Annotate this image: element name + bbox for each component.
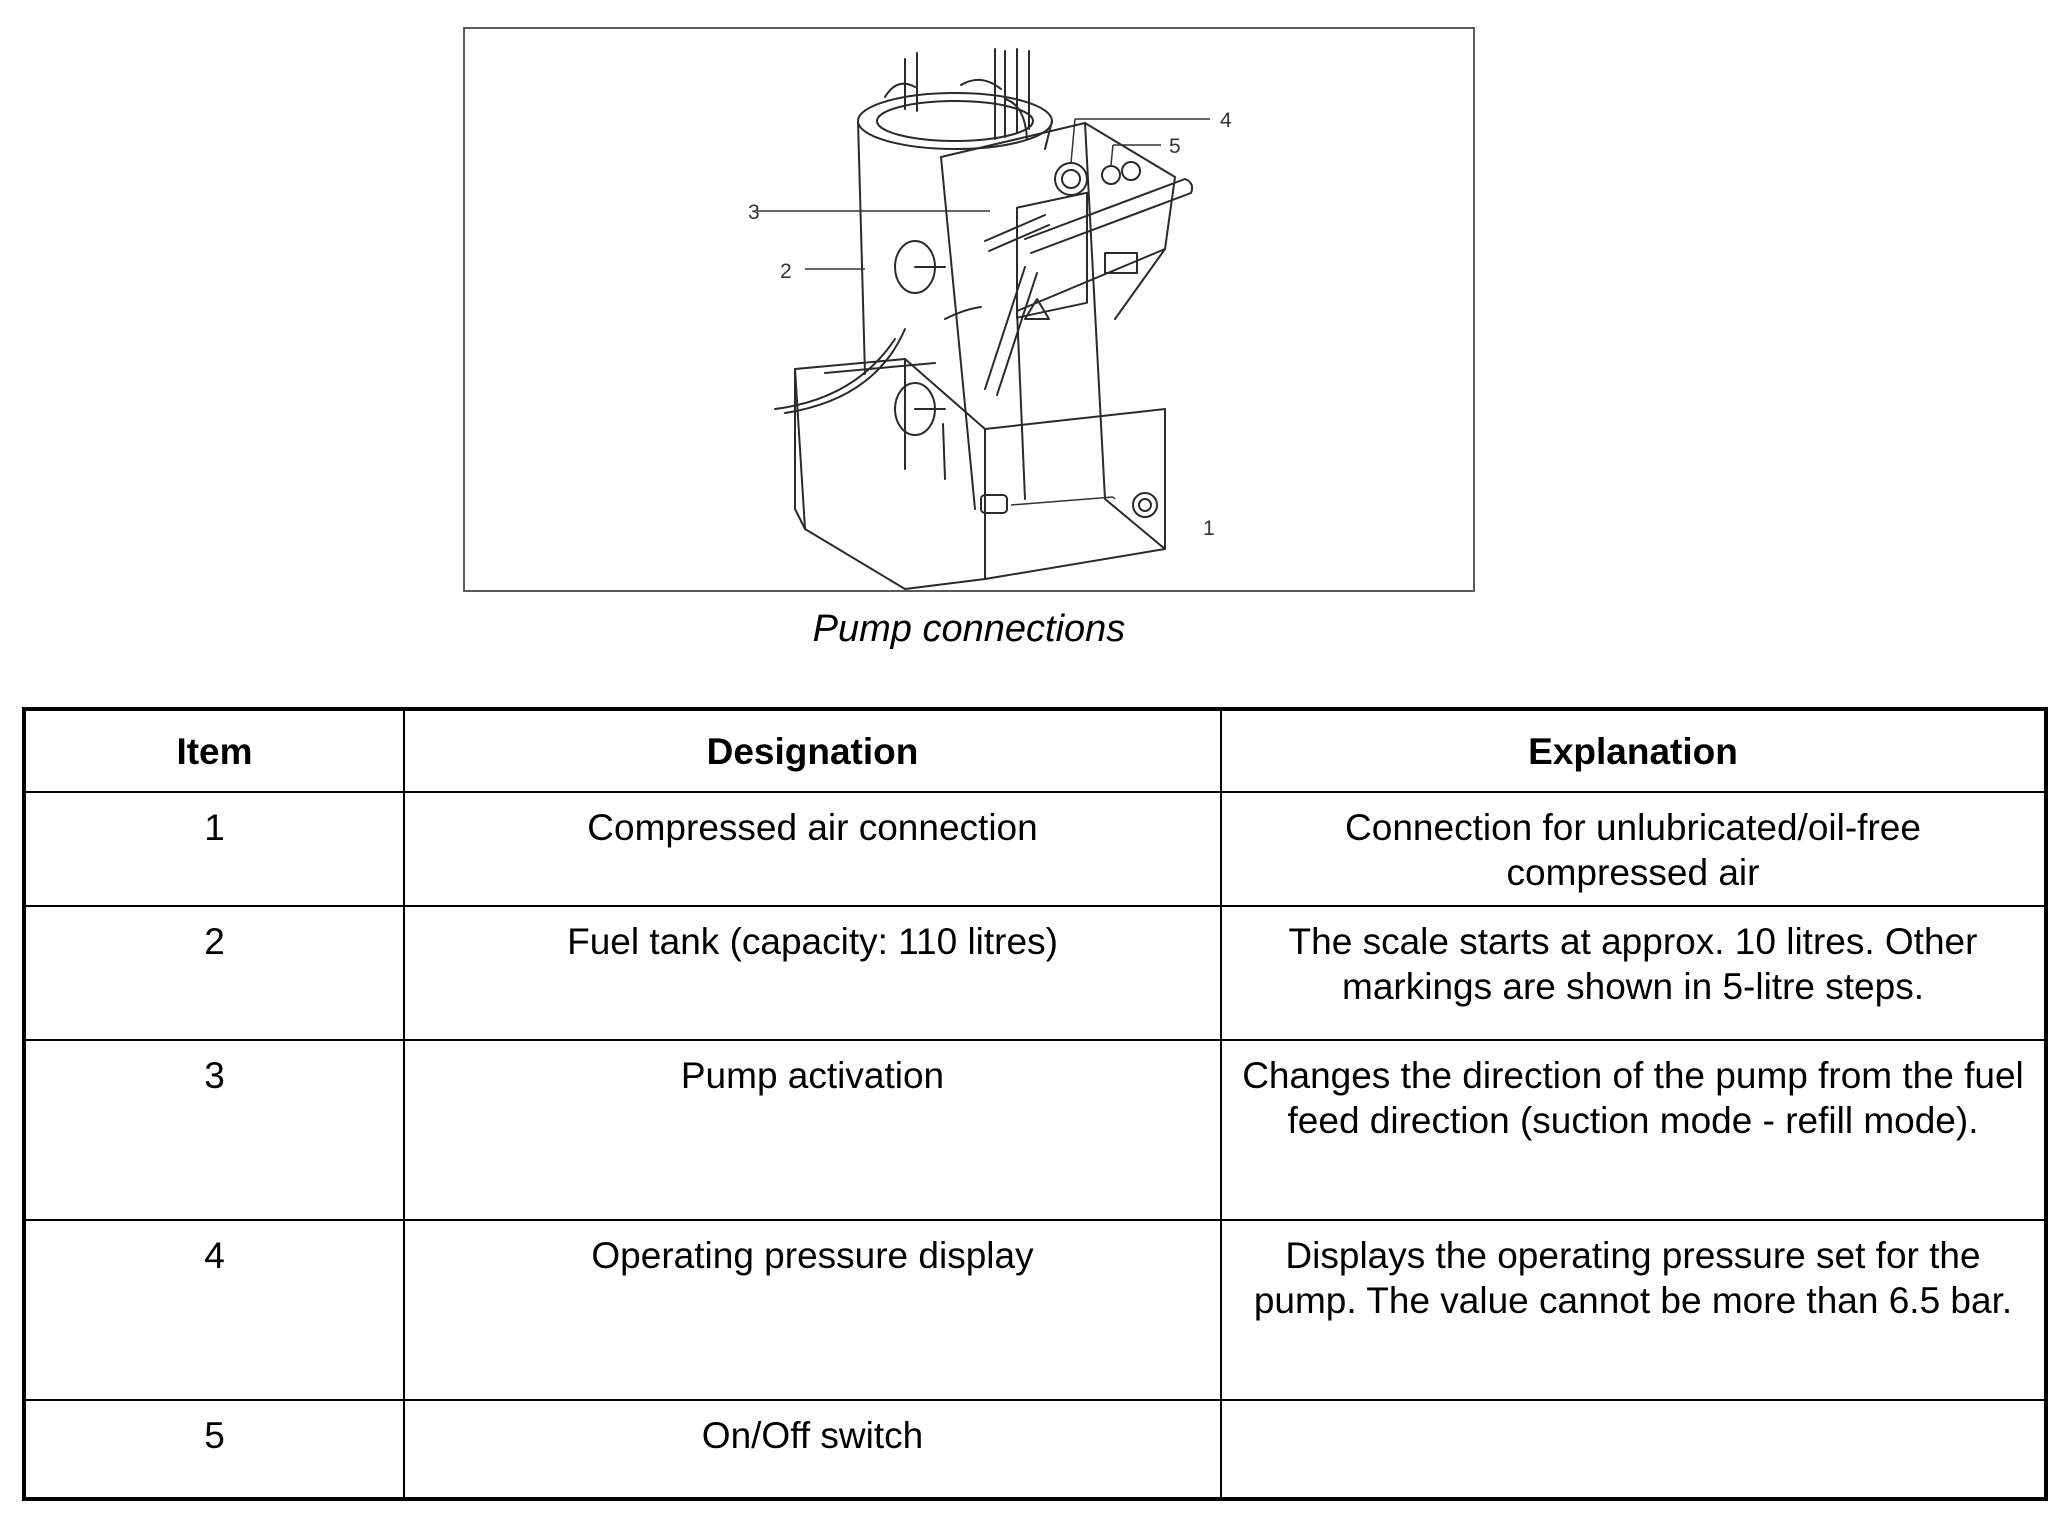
cell-explanation (1220, 1399, 2047, 1500)
figure-frame: 1 2 3 4 5 (463, 27, 1475, 592)
table-row: 1 Compressed air connection Connection f… (23, 791, 2047, 907)
cell-explanation: Changes the direction of the pump from t… (1220, 1039, 2047, 1221)
cell-explanation: Connection for unlubricated/oil-free com… (1220, 791, 2047, 907)
cell-explanation: The scale starts at approx. 10 litres. O… (1220, 905, 2047, 1041)
cell-designation: Operating pressure display (403, 1219, 1222, 1401)
table-header-row: Item Designation Explanation (23, 708, 2047, 793)
table-row: 3 Pump activation Changes the direction … (23, 1039, 2047, 1221)
callout-3: 3 (748, 201, 760, 224)
callout-2: 2 (780, 260, 792, 283)
header-item: Item (23, 708, 405, 793)
cell-item: 4 (23, 1219, 405, 1401)
callout-4: 4 (1220, 109, 1232, 132)
cell-item: 3 (23, 1039, 405, 1221)
table-row: 2 Fuel tank (capacity: 110 litres) The s… (23, 905, 2047, 1041)
cell-explanation: Displays the operating pressure set for … (1220, 1219, 2047, 1401)
cell-item: 5 (23, 1399, 405, 1500)
items-table: Item Designation Explanation 1 Compresse… (22, 707, 2048, 1501)
header-explanation: Explanation (1220, 708, 2047, 793)
cell-item: 1 (23, 791, 405, 907)
header-designation: Designation (403, 708, 1222, 793)
cell-designation: Pump activation (403, 1039, 1222, 1221)
cell-designation: Compressed air connection (403, 791, 1222, 907)
figure-caption: Pump connections (812, 608, 1126, 650)
callout-5: 5 (1169, 135, 1181, 158)
cell-item: 2 (23, 905, 405, 1041)
cell-designation: Fuel tank (capacity: 110 litres) (403, 905, 1222, 1041)
cell-designation: On/Off switch (403, 1399, 1222, 1500)
table-row: 5 On/Off switch (23, 1399, 2047, 1500)
table-row: 4 Operating pressure display Displays th… (23, 1219, 2047, 1401)
callout-1: 1 (1203, 517, 1215, 540)
pump-unit-illustration: 1 2 3 4 5 (748, 48, 1232, 590)
